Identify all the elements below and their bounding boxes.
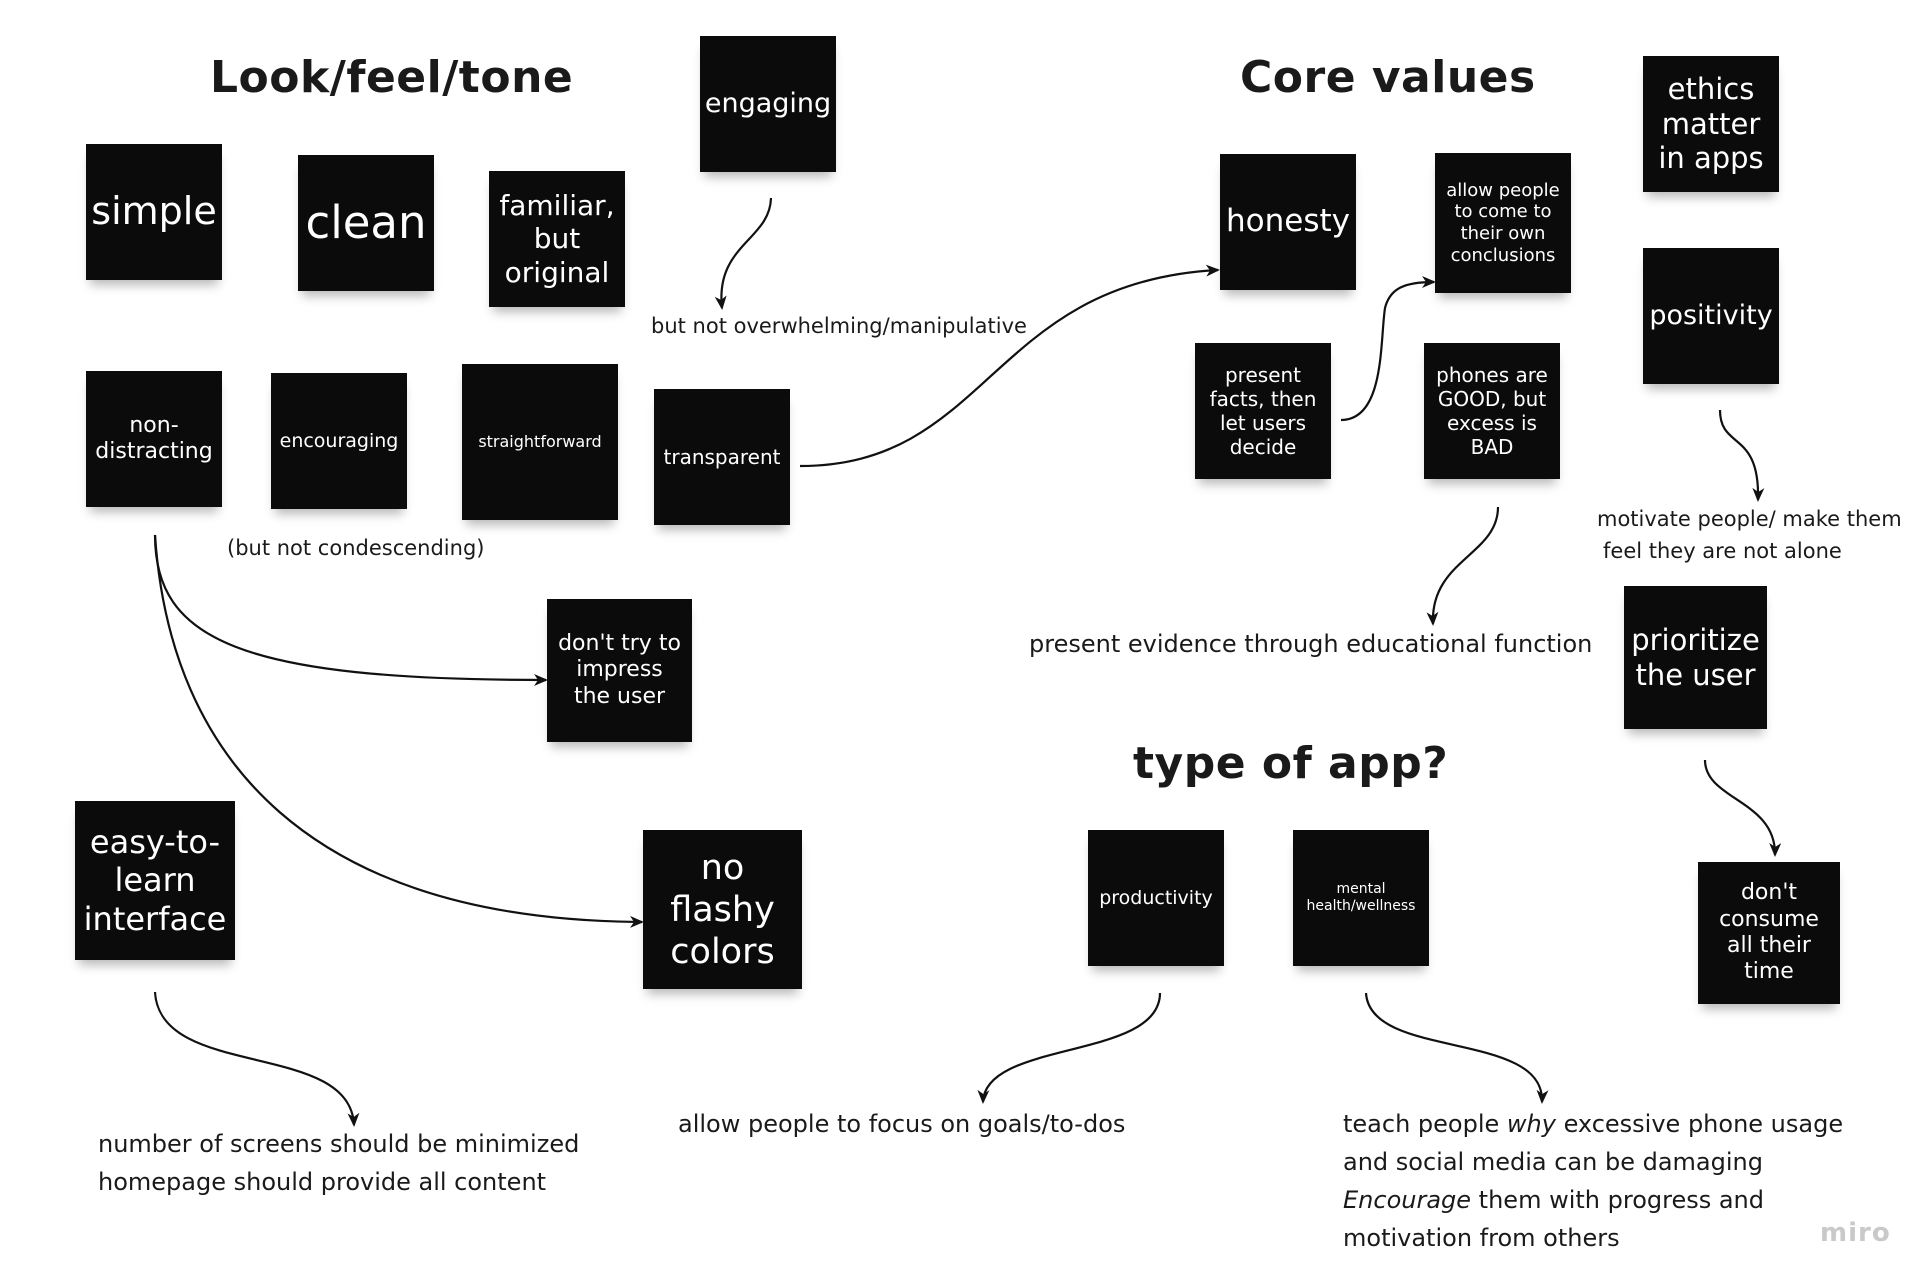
note-text: transparent — [663, 445, 781, 469]
sticky-note-phones-good-excess-bad[interactable]: phones are GOOD, but excess is BAD — [1424, 343, 1560, 479]
caption-line: homepage should provide all content — [98, 1168, 547, 1196]
caption-not-condescending: (but not condescending) — [227, 536, 485, 560]
sticky-note-mental-health[interactable]: mental health/wellness — [1293, 830, 1429, 966]
note-text: phones are GOOD, but excess is BAD — [1436, 363, 1548, 459]
note-text: productivity — [1099, 886, 1213, 909]
caption-fragment: excessive phone usage — [1555, 1110, 1844, 1138]
sticky-note-prioritize-the-user[interactable]: prioritize the user — [1624, 586, 1767, 729]
caption-line: and social media can be damaging — [1343, 1148, 1763, 1176]
arrow-productivity-to-focus — [977, 992, 1162, 1104]
note-text: prioritize the user — [1631, 622, 1760, 692]
sticky-note-honesty[interactable]: honesty — [1220, 154, 1356, 290]
note-text: honesty — [1226, 203, 1350, 240]
sticky-note-transparent[interactable]: transparent — [654, 389, 790, 525]
sticky-note-no-flashy-colors[interactable]: no flashy colors — [643, 830, 802, 989]
caption-fragment: teach people — [1343, 1110, 1507, 1138]
sticky-note-allow-own-conclusions[interactable]: allow people to come to their own conclu… — [1435, 153, 1571, 293]
sticky-note-ethics-matter[interactable]: ethics matter in apps — [1643, 56, 1779, 192]
note-text: simple — [91, 189, 217, 234]
arrow-transparent-to-honesty — [799, 264, 1220, 468]
note-text: ethics matter in apps — [1658, 71, 1764, 176]
caption-motivate-people: motivate people/ make them feel they are… — [1597, 503, 1902, 567]
sticky-note-engaging[interactable]: engaging — [700, 36, 836, 172]
note-text: no flashy colors — [670, 847, 775, 972]
caption-screens-minimized: number of screens should be minimized ho… — [98, 1125, 579, 1201]
note-text: clean — [305, 196, 427, 249]
caption-teach-people: teach people why excessive phone usage a… — [1343, 1105, 1843, 1257]
note-text: encouraging — [279, 429, 399, 452]
note-text: mental health/wellness — [1306, 881, 1416, 914]
sticky-note-simple[interactable]: simple — [86, 144, 222, 280]
caption-not-overwhelming: but not overwhelming/manipulative — [651, 314, 1027, 338]
caption-line: motivation from others — [1343, 1224, 1620, 1252]
note-text: straightforward — [478, 432, 602, 452]
caption-emphasis: Encourage — [1343, 1186, 1472, 1214]
caption-line: motivate people/ make them — [1597, 507, 1902, 531]
sticky-note-clean[interactable]: clean — [298, 155, 434, 291]
arrow-phones-to-evidence — [1426, 506, 1500, 626]
note-text: allow people to come to their own conclu… — [1446, 179, 1560, 266]
miro-watermark: miro — [1820, 1218, 1891, 1248]
sticky-note-familiar-but-original[interactable]: familiar, but original — [489, 171, 625, 307]
heading-core-values: Core values — [1240, 52, 1536, 103]
note-text: easy-to-learn interface — [83, 822, 227, 938]
arrow-prioritize-to-consume — [1703, 759, 1782, 857]
caption-line: Encourage them with progress and — [1343, 1181, 1843, 1219]
arrow-facts-to-conclusions — [1340, 276, 1436, 422]
sticky-note-dont-try-to-impress[interactable]: don't try to impress the user — [547, 599, 692, 742]
sticky-note-productivity[interactable]: productivity — [1088, 830, 1224, 966]
sticky-note-dont-consume-time[interactable]: don't consume all their time — [1698, 862, 1840, 1004]
caption-line: feel they are not alone — [1603, 539, 1842, 563]
arrow-positivity-to-motivate — [1718, 409, 1765, 502]
sticky-note-easy-to-learn[interactable]: easy-to-learn interface — [75, 801, 235, 960]
caption-fragment: them with progress and — [1471, 1186, 1765, 1214]
arrow-easy-to-screens — [153, 991, 360, 1127]
sticky-note-encouraging[interactable]: encouraging — [271, 373, 407, 509]
caption-line: teach people why excessive phone usage — [1343, 1105, 1843, 1143]
caption-line: number of screens should be minimized — [98, 1130, 580, 1158]
arrow-mental-to-teach — [1364, 992, 1549, 1104]
note-text: don't try to impress the user — [558, 630, 681, 709]
note-text: present facts, then let users decide — [1209, 363, 1317, 459]
note-text: engaging — [704, 87, 832, 119]
caption-present-evidence: present evidence through educational fun… — [1029, 630, 1593, 658]
sticky-note-present-facts[interactable]: present facts, then let users decide — [1195, 343, 1331, 479]
caption-focus-goals: allow people to focus on goals/to-dos — [678, 1110, 1126, 1138]
note-text: don't consume all their time — [1719, 880, 1819, 985]
heading-type-of-app: type of app? — [1133, 738, 1449, 789]
note-text: positivity — [1649, 299, 1773, 331]
arrow-engaging-to-caption — [714, 197, 773, 310]
note-text: non-distracting — [95, 412, 213, 464]
sticky-note-straightforward[interactable]: straightforward — [462, 364, 618, 520]
note-text: familiar, but original — [499, 188, 615, 289]
caption-emphasis: why — [1506, 1110, 1556, 1138]
sticky-note-non-distracting[interactable]: non-distracting — [86, 371, 222, 507]
heading-look-feel-tone: Look/feel/tone — [210, 52, 574, 103]
sticky-note-positivity[interactable]: positivity — [1643, 248, 1779, 384]
